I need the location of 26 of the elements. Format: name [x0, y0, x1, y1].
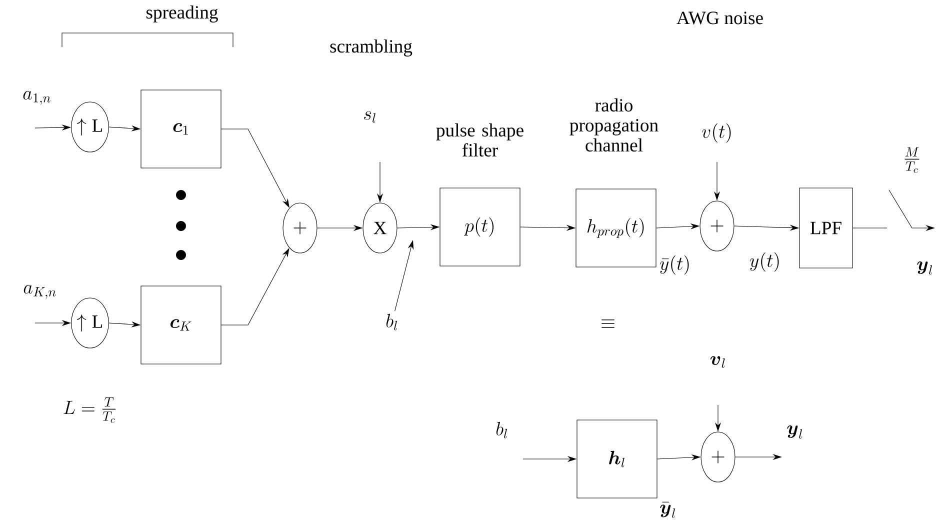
block-box: $\boldsymbol{h}_l$ — [576, 420, 658, 498]
edge-label: $\boldsymbol{y}_l$ — [785, 424, 805, 440]
edge-label: $s_l$ — [362, 110, 378, 124]
channel-box: $h_{prop}(t)$ — [576, 188, 656, 268]
caption-text: AWG noise — [676, 12, 763, 24]
caption-text: spreading — [146, 6, 218, 22]
edge-label: $\boldsymbol{y}_l$ — [915, 260, 935, 276]
formula: $L = \frac{T}{T_c}$ — [64, 397, 116, 423]
edge-label: $\bar{\boldsymbol{y}}_l$ — [658, 500, 678, 520]
edge-label: $\boldsymbol{v}_l$ — [708, 354, 728, 370]
heading-text: radio propagation channel — [570, 98, 658, 152]
block-box: $\boldsymbol{c}_K$ — [140, 286, 222, 364]
block-box: $\boldsymbol{c}_1$ — [140, 90, 222, 168]
heading-text: pulse shape filter — [436, 123, 524, 157]
edge-label: $v(t)$ — [700, 122, 734, 144]
filter-box: LPF — [799, 188, 853, 268]
edge-label: $b_l$ — [494, 420, 510, 440]
symbol-label: $b_l$ — [386, 314, 397, 330]
edge-label: $a_{K,n}$ — [22, 284, 58, 300]
filter-box: $p(t)$ — [440, 188, 520, 266]
edge-label: $y(t)$ — [748, 251, 782, 273]
edge-label: $a_{1,n}$ — [21, 90, 53, 106]
formula: $\equiv$ — [602, 320, 614, 328]
edge-label: $\bar{y}(t)$ — [658, 254, 692, 276]
formula: $\frac{M}{T_c}$ — [904, 147, 920, 173]
caption-text: scrambling — [330, 40, 412, 56]
